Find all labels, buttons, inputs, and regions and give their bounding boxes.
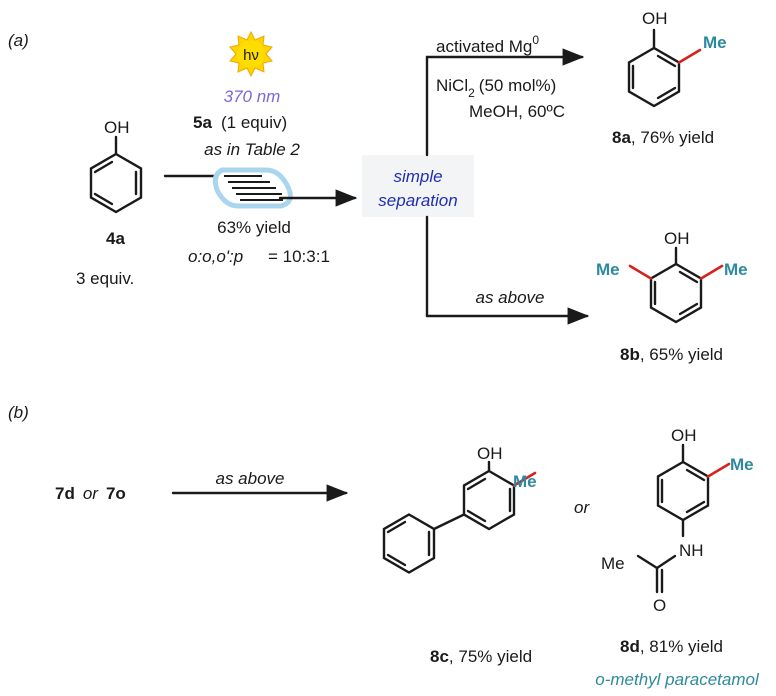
panel-b-label: (b) [8, 403, 29, 422]
product-8c-me: Me [513, 472, 537, 491]
product-8d-acyl-me: Me [601, 554, 625, 573]
product-8b-me-right: Me [724, 260, 748, 279]
ratio-value: = 10:3:1 [268, 247, 330, 266]
reagent-5a-label: 5a [193, 113, 212, 132]
phenol-oh-label: OH [104, 118, 130, 137]
reagent-mg: activated Mg0 [436, 33, 539, 56]
separation-line2: separation [378, 191, 457, 210]
product-8a-oh: OH [642, 9, 668, 28]
panel-a-label: (a) [8, 31, 29, 50]
product-8d-carbonyl-o: O [653, 596, 666, 615]
product-8c-oh: OH [477, 444, 503, 463]
product-8d-oh: OH [671, 426, 697, 445]
product-8b-me-left: Me [596, 260, 620, 279]
product-8b-structure [628, 246, 724, 324]
flow-reactor-icon [212, 167, 293, 209]
conditions-as-above-b: as above [216, 469, 285, 488]
product-8d-caption: 8d, 81% yield [620, 637, 723, 656]
light-sun-icon [229, 30, 273, 78]
equiv-label: 3 equiv. [76, 269, 134, 288]
product-8d-name: o-methyl paracetamol [595, 670, 760, 689]
product-8d-nh: NH [679, 541, 704, 560]
reagent-5a-amount: (1 equiv) [221, 113, 287, 132]
wavelength-label: 370 nm [224, 87, 281, 106]
conditions-as-above-a: as above [476, 288, 545, 307]
product-8b-oh: OH [664, 229, 690, 248]
reagent-meoh: MeOH, 60ºC [469, 102, 565, 121]
product-8d-structure [636, 443, 731, 594]
ratio-label: o:o,o':p [188, 247, 243, 266]
hv-symbol: hν [243, 47, 259, 64]
product-8a-structure [627, 28, 702, 108]
photo-yield: 63% yield [217, 218, 291, 237]
product-8b-caption: 8b, 65% yield [620, 345, 723, 364]
compound-4a-label: 4a [106, 229, 125, 248]
product-8d-me: Me [730, 455, 754, 474]
conditions-table2: as in Table 2 [204, 140, 300, 159]
separation-box [362, 155, 474, 217]
product-8a-caption: 8a, 76% yield [612, 128, 714, 147]
or-separator: or [574, 498, 590, 517]
product-8c-structure [382, 460, 537, 574]
phenol-structure [89, 135, 143, 214]
product-8c-caption: 8c, 75% yield [430, 647, 532, 666]
reagent-nicl2: NiCl2(50 mol%) [436, 76, 556, 100]
separation-line1: simple [393, 167, 442, 186]
product-8a-me: Me [703, 33, 727, 52]
